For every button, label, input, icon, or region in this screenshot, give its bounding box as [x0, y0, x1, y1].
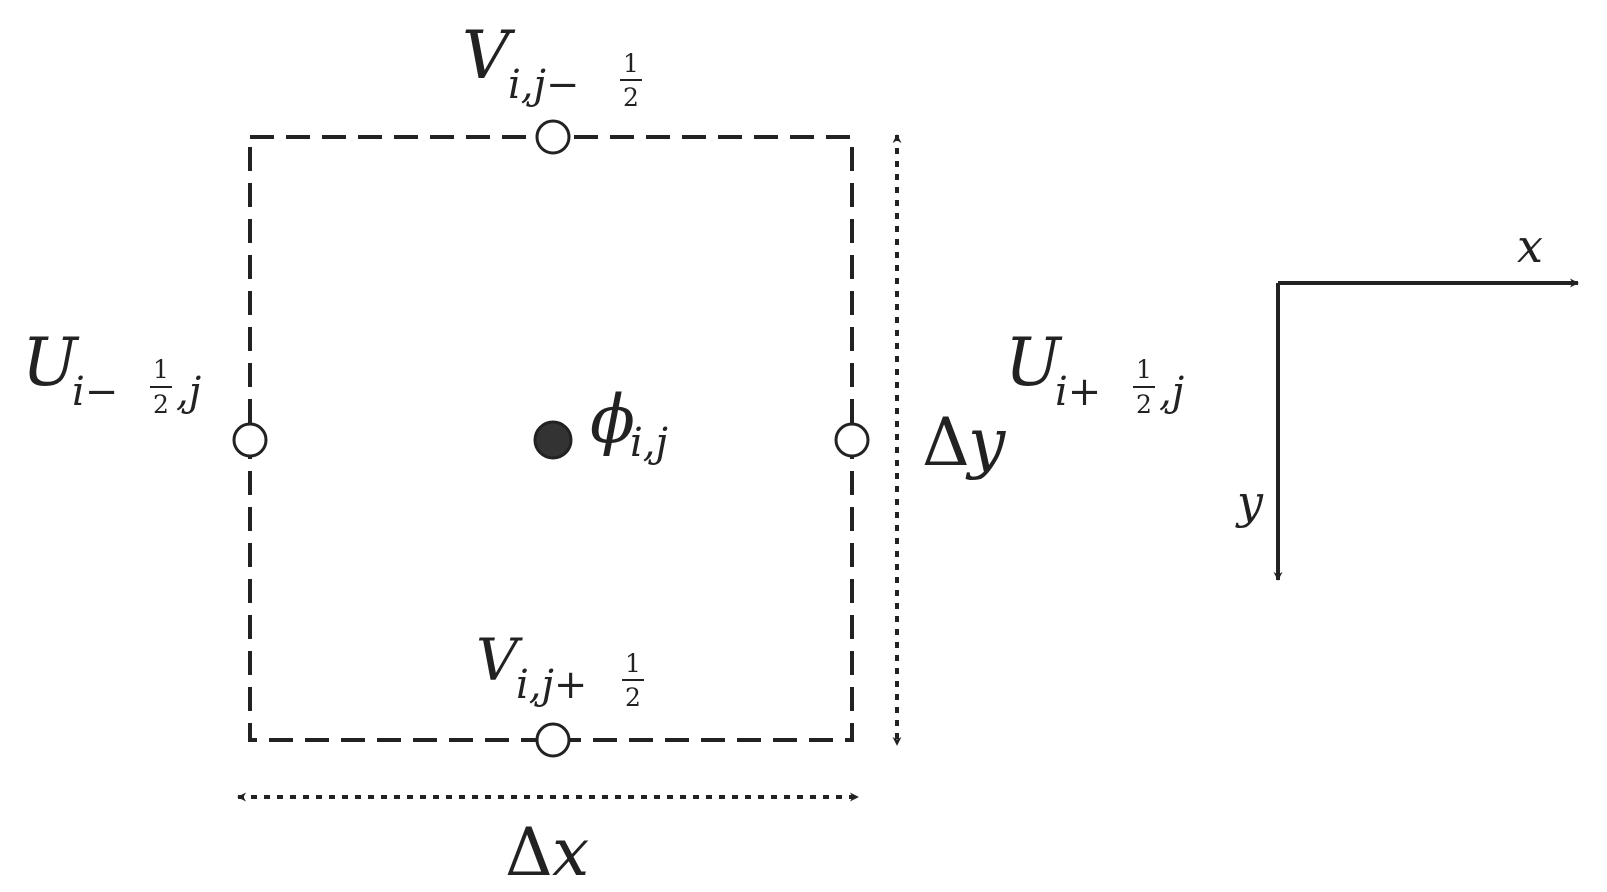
v-top-label: V i,j− 1 2 — [462, 17, 642, 112]
delta-x-var: x — [552, 814, 589, 891]
delta-x-label: Δ x — [505, 814, 589, 891]
u-left-frac-den: 2 — [153, 390, 169, 419]
u-left-node — [232, 422, 268, 458]
u-left-label: U i− 1 2 ,j — [22, 324, 201, 419]
v-bottom-subscript: i,j+ — [516, 662, 587, 708]
u-right-frac-num: 1 — [1136, 355, 1152, 384]
v-bottom-main: V — [476, 626, 523, 694]
v-top-frac-num: 1 — [623, 49, 639, 78]
u-right-node — [834, 422, 870, 458]
delta-y-var: y — [965, 404, 1006, 481]
phi-subscript: i,j — [630, 420, 668, 466]
u-left-subscript-post: ,j — [176, 369, 201, 415]
u-right-main: U — [1005, 324, 1063, 401]
phi-main: ϕ — [590, 381, 635, 458]
phi-label: ϕ i,j — [590, 381, 668, 466]
v-bottom-node — [535, 722, 571, 758]
v-top-frac-den: 2 — [623, 83, 639, 112]
v-bottom-frac-num: 1 — [625, 649, 641, 678]
v-bottom-frac-den: 2 — [625, 683, 641, 712]
x-axis-label: x — [1517, 219, 1543, 273]
u-left-main: U — [22, 324, 80, 401]
delta-y-label: Δ y — [922, 404, 1006, 481]
delta-x-symbol: Δ — [505, 814, 553, 891]
phi-center-node — [533, 420, 573, 460]
y-axis-label: y — [1235, 475, 1264, 529]
delta-y-symbol: Δ — [922, 404, 970, 481]
u-right-frac-den: 2 — [1136, 390, 1152, 419]
v-top-subscript: i,j− — [508, 62, 579, 108]
v-top-main: V — [462, 17, 516, 94]
u-left-subscript-pre: i− — [72, 369, 118, 415]
u-right-subscript-post: ,j — [1159, 369, 1184, 415]
v-top-node — [535, 119, 571, 155]
v-bottom-label: V i,j+ 1 2 — [476, 626, 644, 712]
u-left-frac-num: 1 — [153, 355, 169, 384]
u-right-subscript-pre: i+ — [1055, 369, 1101, 415]
u-right-label: U i+ 1 2 ,j — [1005, 324, 1184, 419]
